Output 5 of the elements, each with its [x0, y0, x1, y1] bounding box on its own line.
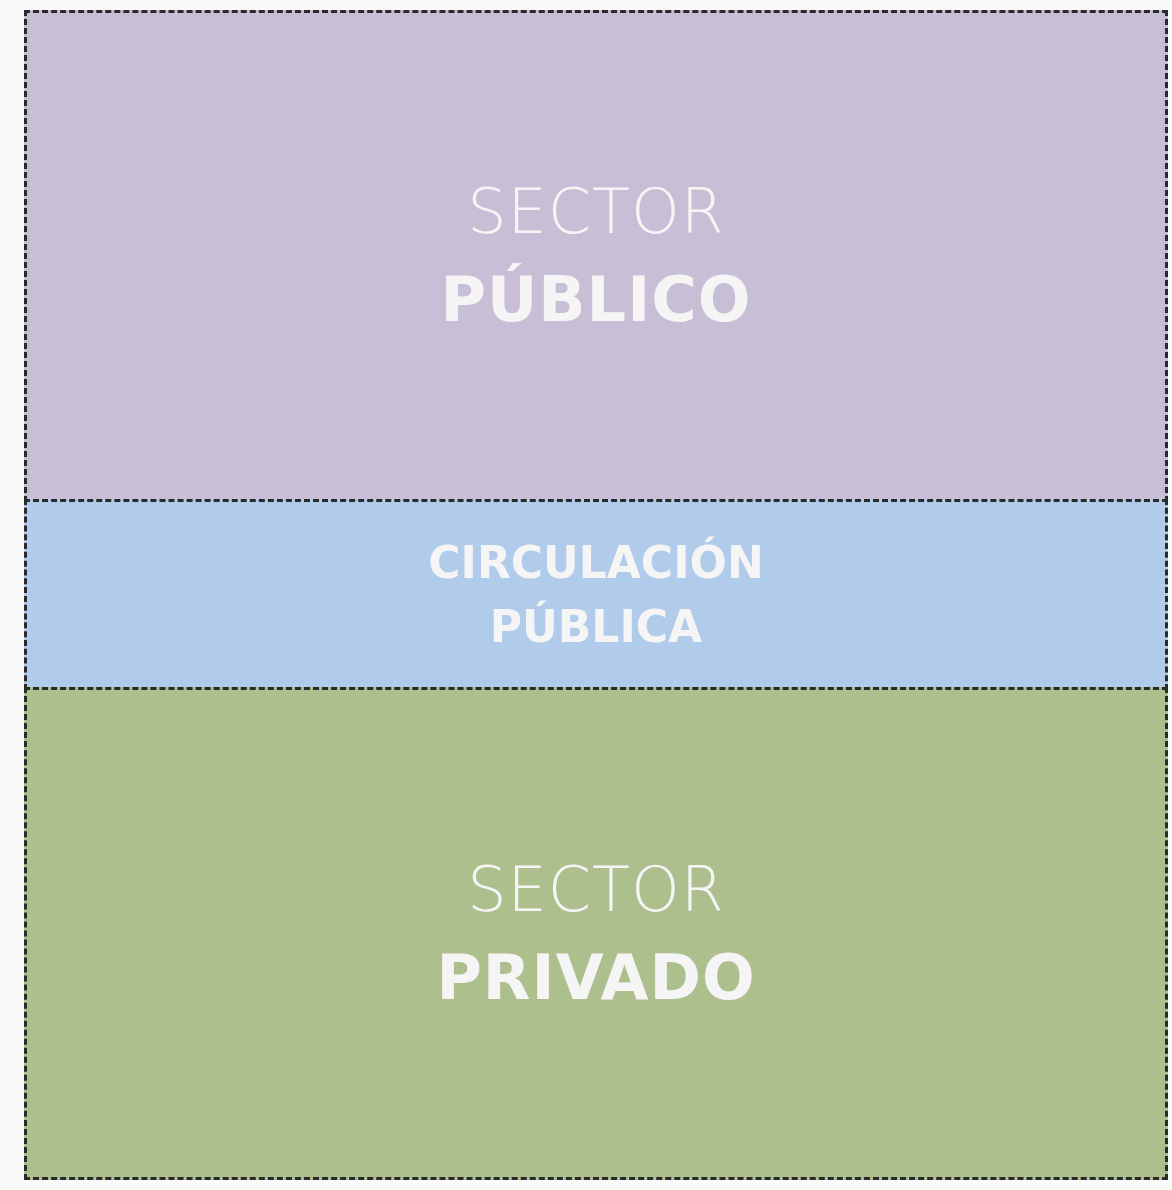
private-sector-zone	[24, 687, 1168, 1180]
public-circulation-zone	[24, 499, 1168, 690]
public-sector-zone	[24, 10, 1168, 502]
zone-label: CIRCULACIÓN PÚBLICA	[427, 535, 765, 654]
zone-label: SECTOR PRIVADO	[436, 851, 756, 1016]
